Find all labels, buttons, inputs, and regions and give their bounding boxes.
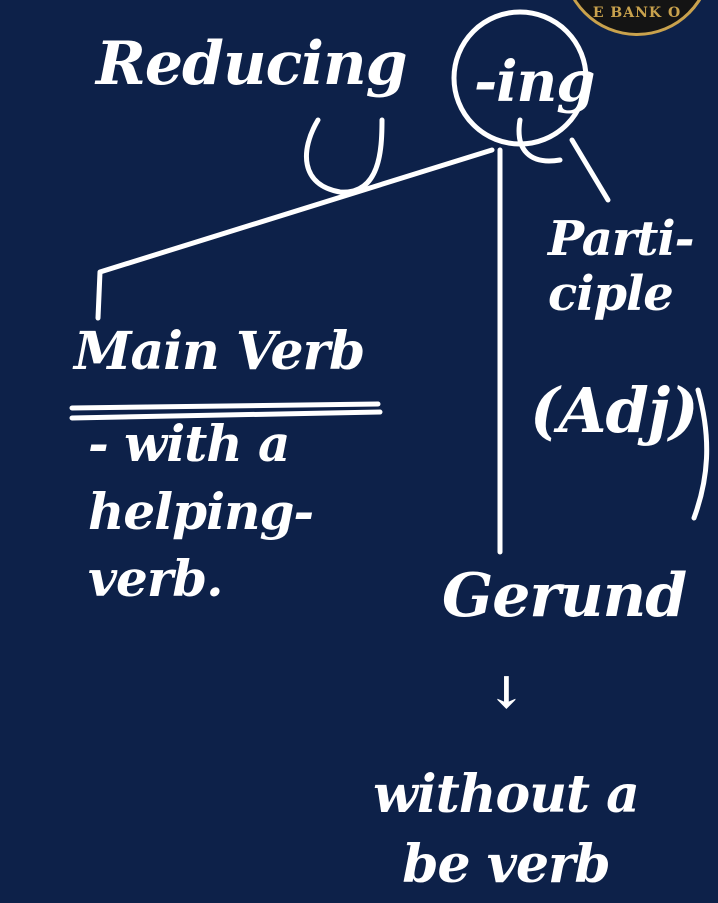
participle-label: Parti- ciple [548,211,708,323]
gerund-note: without a be verb [356,760,656,900]
gerund-label: Gerund [442,561,687,631]
title-loop [304,117,385,195]
suffix-loop [516,117,563,164]
main-verb-label: Main Verb [74,321,365,382]
main-verb-note: - with a helping- verb. [88,410,328,613]
participle-note: (Adj) [530,374,699,447]
adj-paren [691,387,710,521]
down-arrow-icon: ↓ [488,668,525,719]
gerund-note-text: without a be verb [373,764,640,896]
branch-participle-line [569,137,611,203]
participle-label-text: Parti- ciple [548,211,695,323]
branch-main-verb-line [95,147,495,321]
main-verb-underline [69,401,383,421]
title-word: Reducing [96,29,408,99]
main-verb-note-text: - with a helping- verb. [88,414,314,608]
suffix-label: -ing [474,49,595,115]
